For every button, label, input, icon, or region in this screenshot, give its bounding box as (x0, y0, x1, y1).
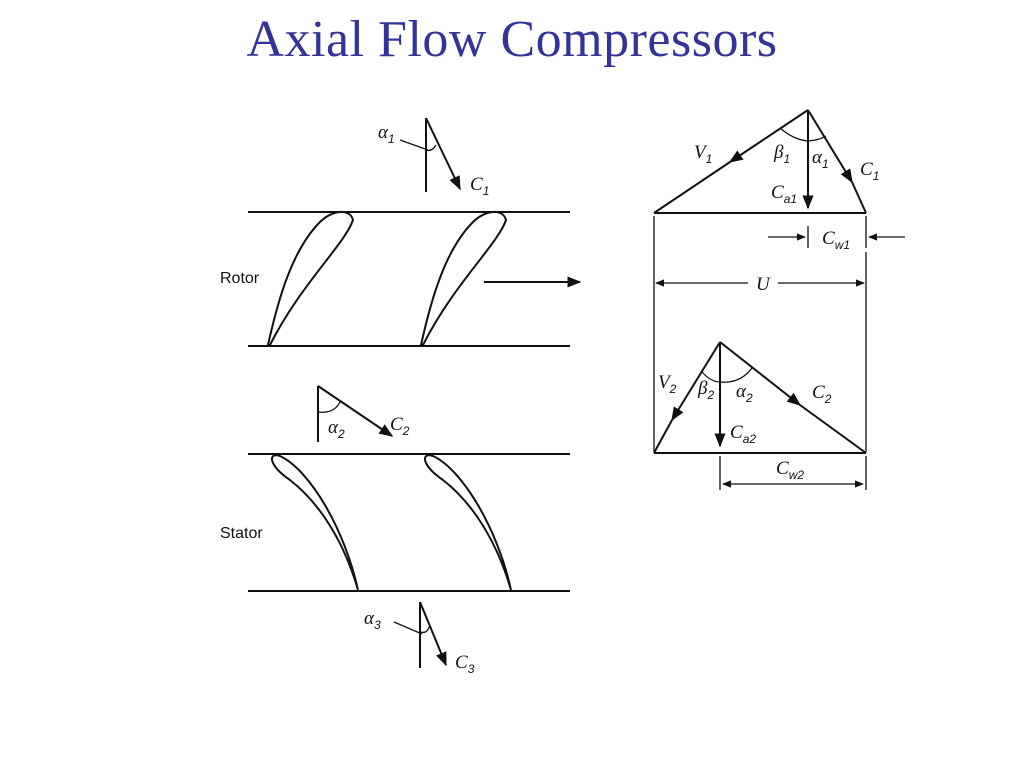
c3-label: C3 (455, 652, 475, 676)
cw2-dimension (719, 456, 867, 490)
cw1-label: Cw1 (822, 228, 850, 252)
c2-triangle-label: C2 (812, 382, 832, 406)
interstage-velocity-arrow-c2 (317, 385, 394, 442)
ca2-label: Ca2 (730, 422, 756, 446)
rotor-blade (419, 211, 508, 346)
c1-label: C1 (470, 174, 489, 198)
stator-blade (424, 454, 512, 591)
alpha1-triangle-label: α1 (812, 147, 829, 171)
u-label: U (756, 274, 771, 295)
outlet-velocity-triangle (653, 341, 867, 454)
ca1-label: Ca1 (771, 182, 797, 206)
beta2-label: β2 (697, 378, 714, 402)
stator-blade (271, 454, 359, 591)
alpha2-cascade-label: α2 (328, 417, 345, 441)
stator-label: Stator (220, 525, 263, 542)
cw2-label: Cw2 (776, 458, 804, 482)
alpha2-triangle-label: α2 (736, 381, 753, 405)
v2-label: V2 (658, 372, 677, 396)
alpha3-label: α3 (364, 608, 381, 632)
alpha1-label: α1 (378, 122, 395, 146)
inlet-velocity-triangle (653, 109, 867, 214)
c2-cascade-label: C2 (390, 414, 410, 438)
c1-triangle-label: C1 (860, 159, 879, 183)
blade-speed-dimension (653, 216, 867, 452)
beta1-label: β1 (773, 142, 790, 166)
outlet-velocity-arrow-c3 (393, 601, 447, 668)
rotor-blade (266, 211, 355, 346)
inlet-velocity-arrow-c1 (399, 117, 461, 192)
cw1-dimension (768, 216, 905, 248)
rotor-label: Rotor (220, 270, 260, 287)
slide-title: Axial Flow Compressors (246, 11, 778, 68)
v1-label: V1 (694, 142, 712, 166)
